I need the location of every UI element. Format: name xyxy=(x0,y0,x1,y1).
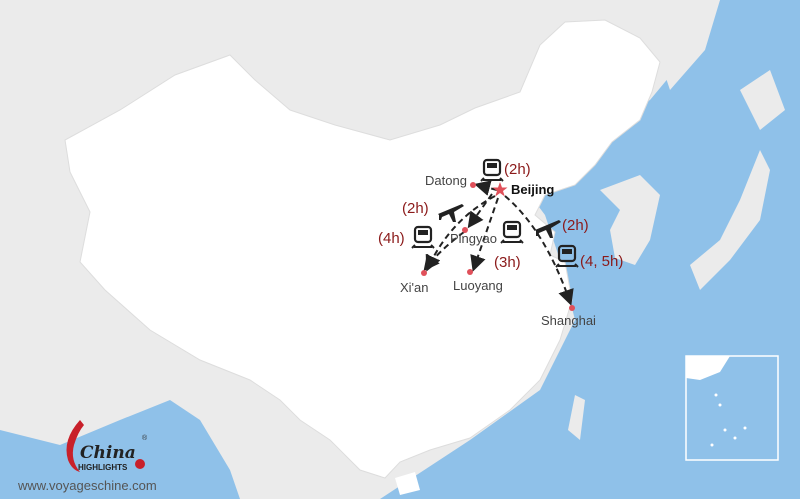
duration-xian-plane: (2h) xyxy=(402,200,429,217)
website-url: www.voyageschine.com xyxy=(18,478,157,493)
japan xyxy=(690,70,785,290)
xian-dot xyxy=(421,270,427,276)
pingyao-dot xyxy=(462,227,468,233)
city-pingyao: Pingyao xyxy=(450,231,497,246)
route-beijing-luoyang xyxy=(470,197,499,272)
city-xian: Xi'an xyxy=(400,280,429,295)
datong-dot xyxy=(470,182,476,188)
south-china-sea-inset xyxy=(685,355,779,461)
duration-xian-train: (4h) xyxy=(378,230,405,247)
capital-star-icon xyxy=(492,182,508,197)
route-pingyao-xian xyxy=(423,231,465,272)
route-beijing-pingyao xyxy=(467,193,493,229)
china-territory xyxy=(64,19,661,479)
logo-registered-mark: ® xyxy=(142,434,148,442)
russia xyxy=(660,0,720,90)
duration-datong: (2h) xyxy=(504,161,531,178)
route-beijing-shanghai xyxy=(504,195,574,306)
city-datong: Datong xyxy=(425,173,467,188)
shanghai-dot xyxy=(569,305,575,311)
china-highlights-logo: China HIGHLIGHTS ® xyxy=(66,420,148,472)
korea xyxy=(600,175,660,265)
luoyang-dot xyxy=(467,269,473,275)
city-luoyang: Luoyang xyxy=(453,278,503,293)
duration-shanghai-plane: (2h) xyxy=(562,217,589,234)
route-lines xyxy=(423,180,574,306)
route-beijing-datong xyxy=(474,180,498,196)
duration-luoyang: (3h) xyxy=(494,254,521,271)
logo-text: China xyxy=(80,443,136,463)
taiwan xyxy=(568,395,585,440)
city-beijing: Beijing xyxy=(511,182,554,197)
route-beijing-xian xyxy=(425,195,496,272)
hainan xyxy=(395,472,420,495)
duration-shanghai-train: (4, 5h) xyxy=(580,253,623,270)
sea-southwest xyxy=(0,400,240,499)
logo-subtext: HIGHLIGHTS xyxy=(78,463,128,472)
city-shanghai: Shanghai xyxy=(541,313,596,328)
